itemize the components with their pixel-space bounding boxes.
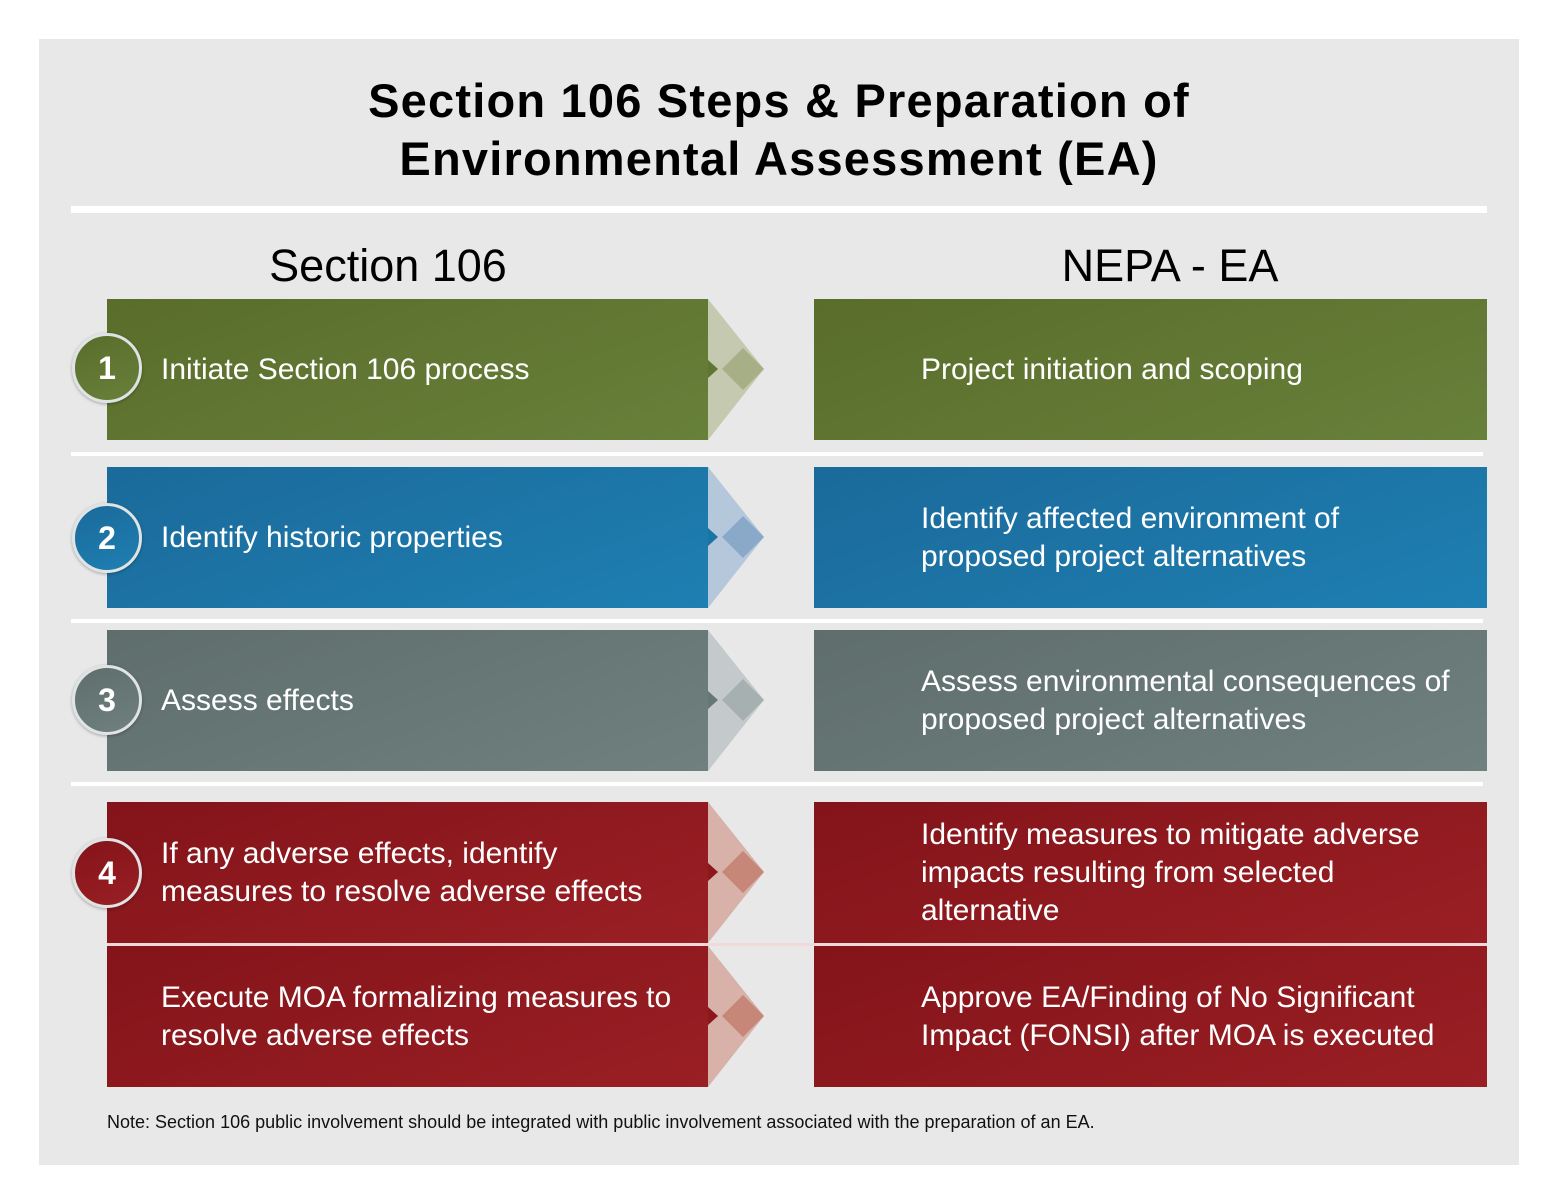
title-line-1: Section 106 Steps & Preparation of — [368, 74, 1190, 127]
step-text: Identify affected environment of propose… — [921, 501, 1340, 573]
row-divider — [71, 782, 1483, 786]
nepa-step-3: Assess environmental consequences of pro… — [814, 630, 1487, 771]
step-badge-4: 4 — [72, 838, 142, 908]
section-106-step-1: Initiate Section 106 process — [107, 299, 708, 440]
title-divider — [71, 206, 1487, 213]
step-badge-3: 3 — [72, 665, 142, 735]
step-text: If any adverse effects, identify measure… — [161, 836, 643, 908]
column-header-nepa-ea: NEPA - EA — [1061, 240, 1279, 291]
step-text: Identify historic properties — [161, 520, 503, 554]
nepa-step-4b: Approve EA/Finding of No Significant Imp… — [814, 946, 1487, 1087]
nepa-step-4a: Identify measures to mitigate adverse im… — [814, 802, 1487, 943]
step-text: Project initiation and scoping — [921, 352, 1303, 386]
step-text: Initiate Section 106 process — [161, 352, 530, 386]
section-106-step-2: Identify historic properties — [107, 467, 708, 608]
chevron-right-icon — [708, 467, 764, 608]
chevron-right-icon — [708, 630, 764, 771]
step-text: Assess effects — [161, 683, 354, 717]
step-text: Identify measures to mitigate adverse im… — [921, 817, 1420, 927]
title-line-2: Environmental Assessment (EA) — [399, 132, 1159, 185]
diagram-title: Section 106 Steps & Preparation of Envir… — [0, 72, 1558, 188]
step-badge-1: 1 — [72, 333, 142, 403]
section-106-step-3: Assess effects — [107, 630, 708, 771]
row-divider — [71, 452, 1483, 456]
row-divider — [71, 619, 1483, 623]
chevron-right-icon — [708, 802, 764, 943]
chevron-right-icon — [708, 946, 764, 1087]
footnote: Note: Section 106 public involvement sho… — [107, 1112, 1095, 1132]
step-text: Approve EA/Finding of No Significant Imp… — [921, 980, 1435, 1052]
column-header-section-106: Section 106 — [269, 240, 507, 291]
section-106-step-4a: If any adverse effects, identify measure… — [107, 802, 708, 943]
nepa-step-1: Project initiation and scoping — [814, 299, 1487, 440]
step-text: Assess environmental consequences of pro… — [921, 664, 1450, 736]
step-text: Execute MOA formalizing measures to reso… — [161, 980, 672, 1052]
section-106-step-4b: Execute MOA formalizing measures to reso… — [107, 946, 708, 1087]
chevron-right-icon — [708, 299, 764, 440]
sub-row-divider — [107, 943, 1487, 946]
nepa-step-2: Identify affected environment of propose… — [814, 467, 1487, 608]
step-badge-2: 2 — [72, 503, 142, 573]
